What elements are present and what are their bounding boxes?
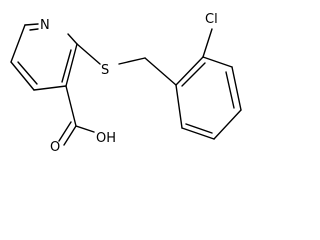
bond-r1-r2-inner (181, 62, 206, 87)
bond-c4-c5-inner (17, 61, 38, 85)
bond-r1-r2 (175, 56, 204, 86)
bond-carboxyl-oh (75, 125, 95, 133)
sulfur-label: S (101, 63, 109, 78)
bond-n1-c2 (67, 33, 78, 45)
carboxylic-acid-group (58, 85, 95, 146)
bond-c5-c6 (10, 24, 26, 63)
bond-c3-c4 (33, 85, 67, 91)
bond-s-ch2 (118, 57, 146, 65)
pyridine-ring (10, 23, 78, 91)
bond-r6-r1 (175, 84, 183, 129)
bond-carbonyl-1 (63, 125, 77, 146)
bond-carbonyl-2 (58, 121, 72, 142)
chlorine-label: Cl (205, 12, 218, 27)
bond-ring-cl (202, 28, 213, 58)
bond-r2-r3 (202, 56, 233, 68)
molecule-structure: N S Cl OH O (10, 12, 242, 152)
structure-canvas: N S Cl OH O (10, 12, 242, 152)
bond-c2-c3 (65, 43, 78, 87)
thioether-linkage (76, 43, 177, 86)
bond-c6-n1-inner (29, 28, 39, 31)
hydroxyl-label: OH (96, 131, 116, 146)
bond-c4-c5 (10, 61, 35, 91)
carbonyl-oxygen-label: O (50, 140, 60, 152)
bond-r4-r5 (213, 109, 242, 140)
bond-r5-r6-inner (185, 123, 213, 134)
bond-c3-carboxyl (65, 85, 77, 127)
bond-r3-r4 (231, 66, 242, 111)
bond-c2-c3-inner (61, 49, 72, 83)
chlorophenyl-ring (175, 28, 242, 140)
bond-c6-n1 (24, 23, 39, 26)
bond-c2-s (76, 43, 101, 65)
bond-ch2-ring (144, 57, 177, 86)
bond-r3-r4-inner (225, 71, 235, 109)
bond-r5-r6 (181, 127, 215, 140)
nitrogen-label: N (40, 18, 50, 33)
